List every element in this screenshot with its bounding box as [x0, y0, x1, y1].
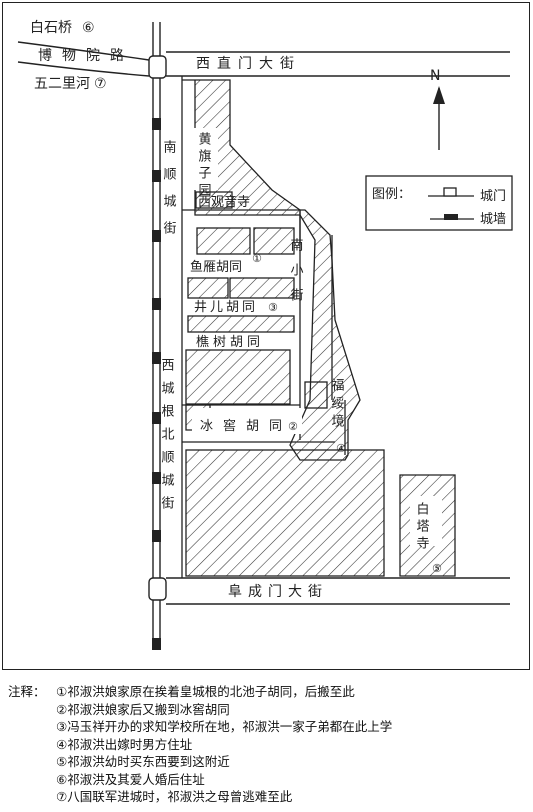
label-baishiqiao: 白石桥 [30, 20, 72, 36]
marker-4: ④ [336, 442, 346, 455]
label-huangqi-zi-yuan: 黄旗子园 [196, 132, 212, 200]
legend-title: 图例： [372, 187, 411, 202]
xizhimen-street [166, 51, 510, 77]
label-yuya-hutong: 鱼雁胡同 [190, 259, 242, 275]
note-item: ⑤祁淑洪幼时买东西要到这附近 [56, 754, 230, 769]
marker-5: ⑤ [432, 562, 442, 575]
block-xiguanyin [195, 191, 233, 209]
bowuyuan-road [17, 41, 150, 77]
legend: 图例： 城门 城墙 [365, 175, 513, 231]
fuchengmen-gate [148, 577, 167, 601]
legend-wall-symbol [430, 214, 474, 220]
block-f [185, 349, 291, 405]
label-baita-si: 白塔寺 [414, 501, 430, 553]
note-item: ⑦八国联军进城时，祁淑洪之母曾逃难至此 [56, 789, 293, 804]
note-item: ④祁淑洪出嫁时男方住址 [56, 736, 193, 752]
label-bingjiao-hutong: 冰窖胡同 [200, 418, 292, 434]
label-xiguanyin-si: 西观音寺 [198, 194, 250, 210]
label-jinger-hutong: 井儿胡同 [194, 300, 258, 315]
label-fusui-jing: 福绥境 [329, 378, 345, 432]
label-bowuyuan-lu: 博物院路 [38, 47, 134, 64]
xizhimen-gate [148, 55, 167, 79]
hand-drawn-map: 白石桥 ⑥ 博物院路 五二里河 ⑦ 西直门大街 阜成门大街 南顺城街 黄旗子园 … [17, 20, 513, 650]
block-e [187, 315, 295, 333]
label-wuer-lihe: 五二里河 [34, 76, 90, 92]
label-nanshun-cheng-jie: 南顺城街 [161, 139, 177, 248]
note-item: ②祁淑洪娘家后又搬到冰窖胡同 [56, 701, 230, 717]
label-nan-xiao-jie: 南小街 [288, 237, 304, 313]
marker-1: ① [252, 252, 262, 265]
note-item: ③冯玉祥开办的求知学校所在地，祁淑洪一家子弟都在此上学 [56, 719, 393, 734]
north-arrow: N [430, 68, 445, 150]
label-xizhimen: 西直门大街 [196, 55, 301, 72]
notes-label: 注释： [8, 684, 46, 699]
block-a [196, 227, 251, 255]
block-big [185, 449, 385, 577]
block-d [229, 277, 295, 299]
block-east-edge [182, 79, 361, 461]
label-fuchengmen: 阜成门大街 [228, 583, 328, 600]
marker-6: ⑥ [82, 20, 95, 36]
block-b [253, 227, 295, 255]
block-g [304, 381, 328, 409]
map-frame [2, 2, 530, 670]
label-xicheng-gen-beishun: 西城根北顺城街 [159, 358, 175, 519]
marker-3: ③ [268, 301, 278, 314]
note-item: ⑥祁淑洪及其爱人婚后住址 [56, 771, 205, 787]
north-label: N [430, 68, 440, 84]
legend-gate-label: 城门 [480, 189, 506, 204]
block-c [187, 277, 229, 299]
marker-2: ② [288, 420, 298, 433]
wall-marks [152, 118, 161, 650]
notes: 注释： ①祁淑洪娘家原在挨着皇城根的北池子胡同，后搬至此 ②祁淑洪娘家后又搬到冰窖… [8, 683, 528, 806]
city-wall-vertical [152, 22, 161, 648]
marker-7: ⑦ [94, 76, 107, 92]
legend-wall-label: 城墙 [480, 212, 506, 227]
fuchengmen-street [166, 577, 510, 605]
label-qiaoshu-hutong: 樵树胡同 [196, 335, 264, 350]
legend-gate-symbol [428, 187, 474, 197]
note-item: ①祁淑洪娘家原在挨着皇城根的北池子胡同，后搬至此 [56, 684, 355, 699]
